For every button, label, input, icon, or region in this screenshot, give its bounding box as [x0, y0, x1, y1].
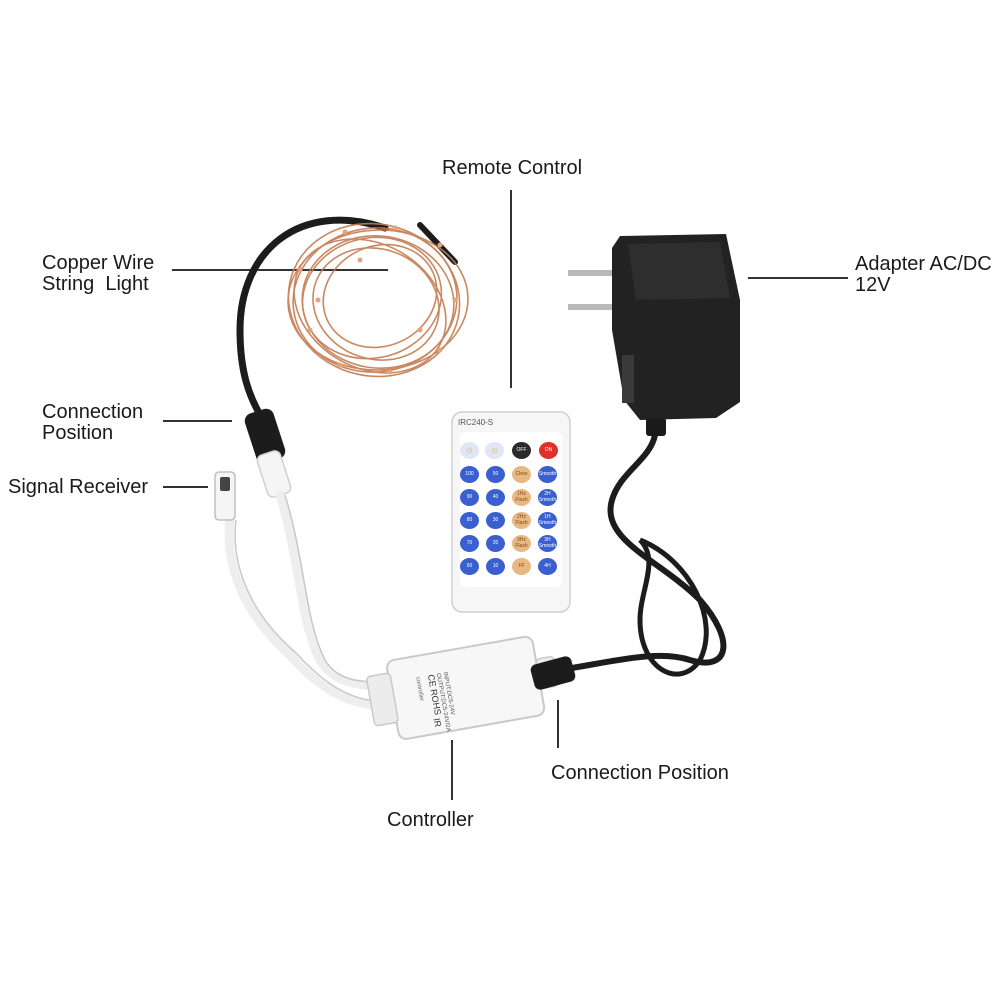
- copper-wire-coil: [287, 222, 469, 378]
- controller-title: controller: [414, 676, 425, 702]
- copper-led-dots: [297, 225, 458, 375]
- remote-model: IRC240-S: [458, 418, 494, 427]
- remote-key: 3H Smooth: [538, 535, 557, 552]
- label-adapter-ac-dc: Adapter AC/DC 12V: [855, 253, 992, 296]
- remote-key: 30: [486, 512, 505, 529]
- remote-key: 10: [486, 558, 505, 575]
- label-copper-wire-string-light: Copper Wire String Light: [42, 252, 155, 295]
- adapter-prong-top: [568, 270, 620, 276]
- remote-key: 2H Smooth: [538, 489, 557, 506]
- sun-dim-icon: ☼: [460, 442, 479, 459]
- remote-key: Clear: [512, 466, 531, 483]
- remote-key: 3Hz Flash: [512, 535, 531, 552]
- adapter-cable-loop: [637, 537, 709, 677]
- remote-key: FF: [512, 558, 531, 575]
- label-connection-position-right: Connection Position: [551, 762, 729, 784]
- dc-connector-left: [244, 408, 292, 498]
- sun-bright-icon: ☼: [485, 442, 504, 459]
- dc-connector-right: [530, 656, 576, 690]
- black-lead-cable: [236, 216, 389, 422]
- remote-key: 70: [460, 535, 479, 552]
- remote-key: Smooth: [538, 466, 557, 483]
- label-remote-control: Remote Control: [442, 157, 583, 179]
- controller-ir: IR: [431, 717, 444, 728]
- remote-key: 40: [486, 489, 505, 506]
- remote-key: 1H Smooth: [538, 512, 557, 529]
- signal-receiver-head: [214, 471, 236, 521]
- leader-lines: [163, 190, 848, 800]
- remote-key: 100: [460, 466, 479, 483]
- remote-off-button: OFF: [512, 442, 531, 459]
- power-adapter: [568, 234, 740, 436]
- remote-key: 2Hz Flash: [512, 512, 531, 529]
- label-controller: Controller: [387, 809, 474, 831]
- white-cables-outline: [234, 494, 386, 703]
- remote-key: 90: [460, 489, 479, 506]
- label-connection-position-left: Connection Position: [42, 401, 144, 444]
- adapter-prong-bottom: [568, 304, 620, 310]
- white-cables: [224, 490, 390, 711]
- remote-key: 60: [460, 558, 479, 575]
- remote-key: 1Hz Flash: [512, 489, 531, 506]
- remote-key: 20: [486, 535, 505, 552]
- remote-key: 4H: [538, 558, 557, 575]
- remote-key: 50: [486, 466, 505, 483]
- remote-key: 80: [460, 512, 479, 529]
- label-signal-receiver: Signal Receiver: [8, 476, 149, 498]
- remote-on-button: ON: [539, 442, 558, 459]
